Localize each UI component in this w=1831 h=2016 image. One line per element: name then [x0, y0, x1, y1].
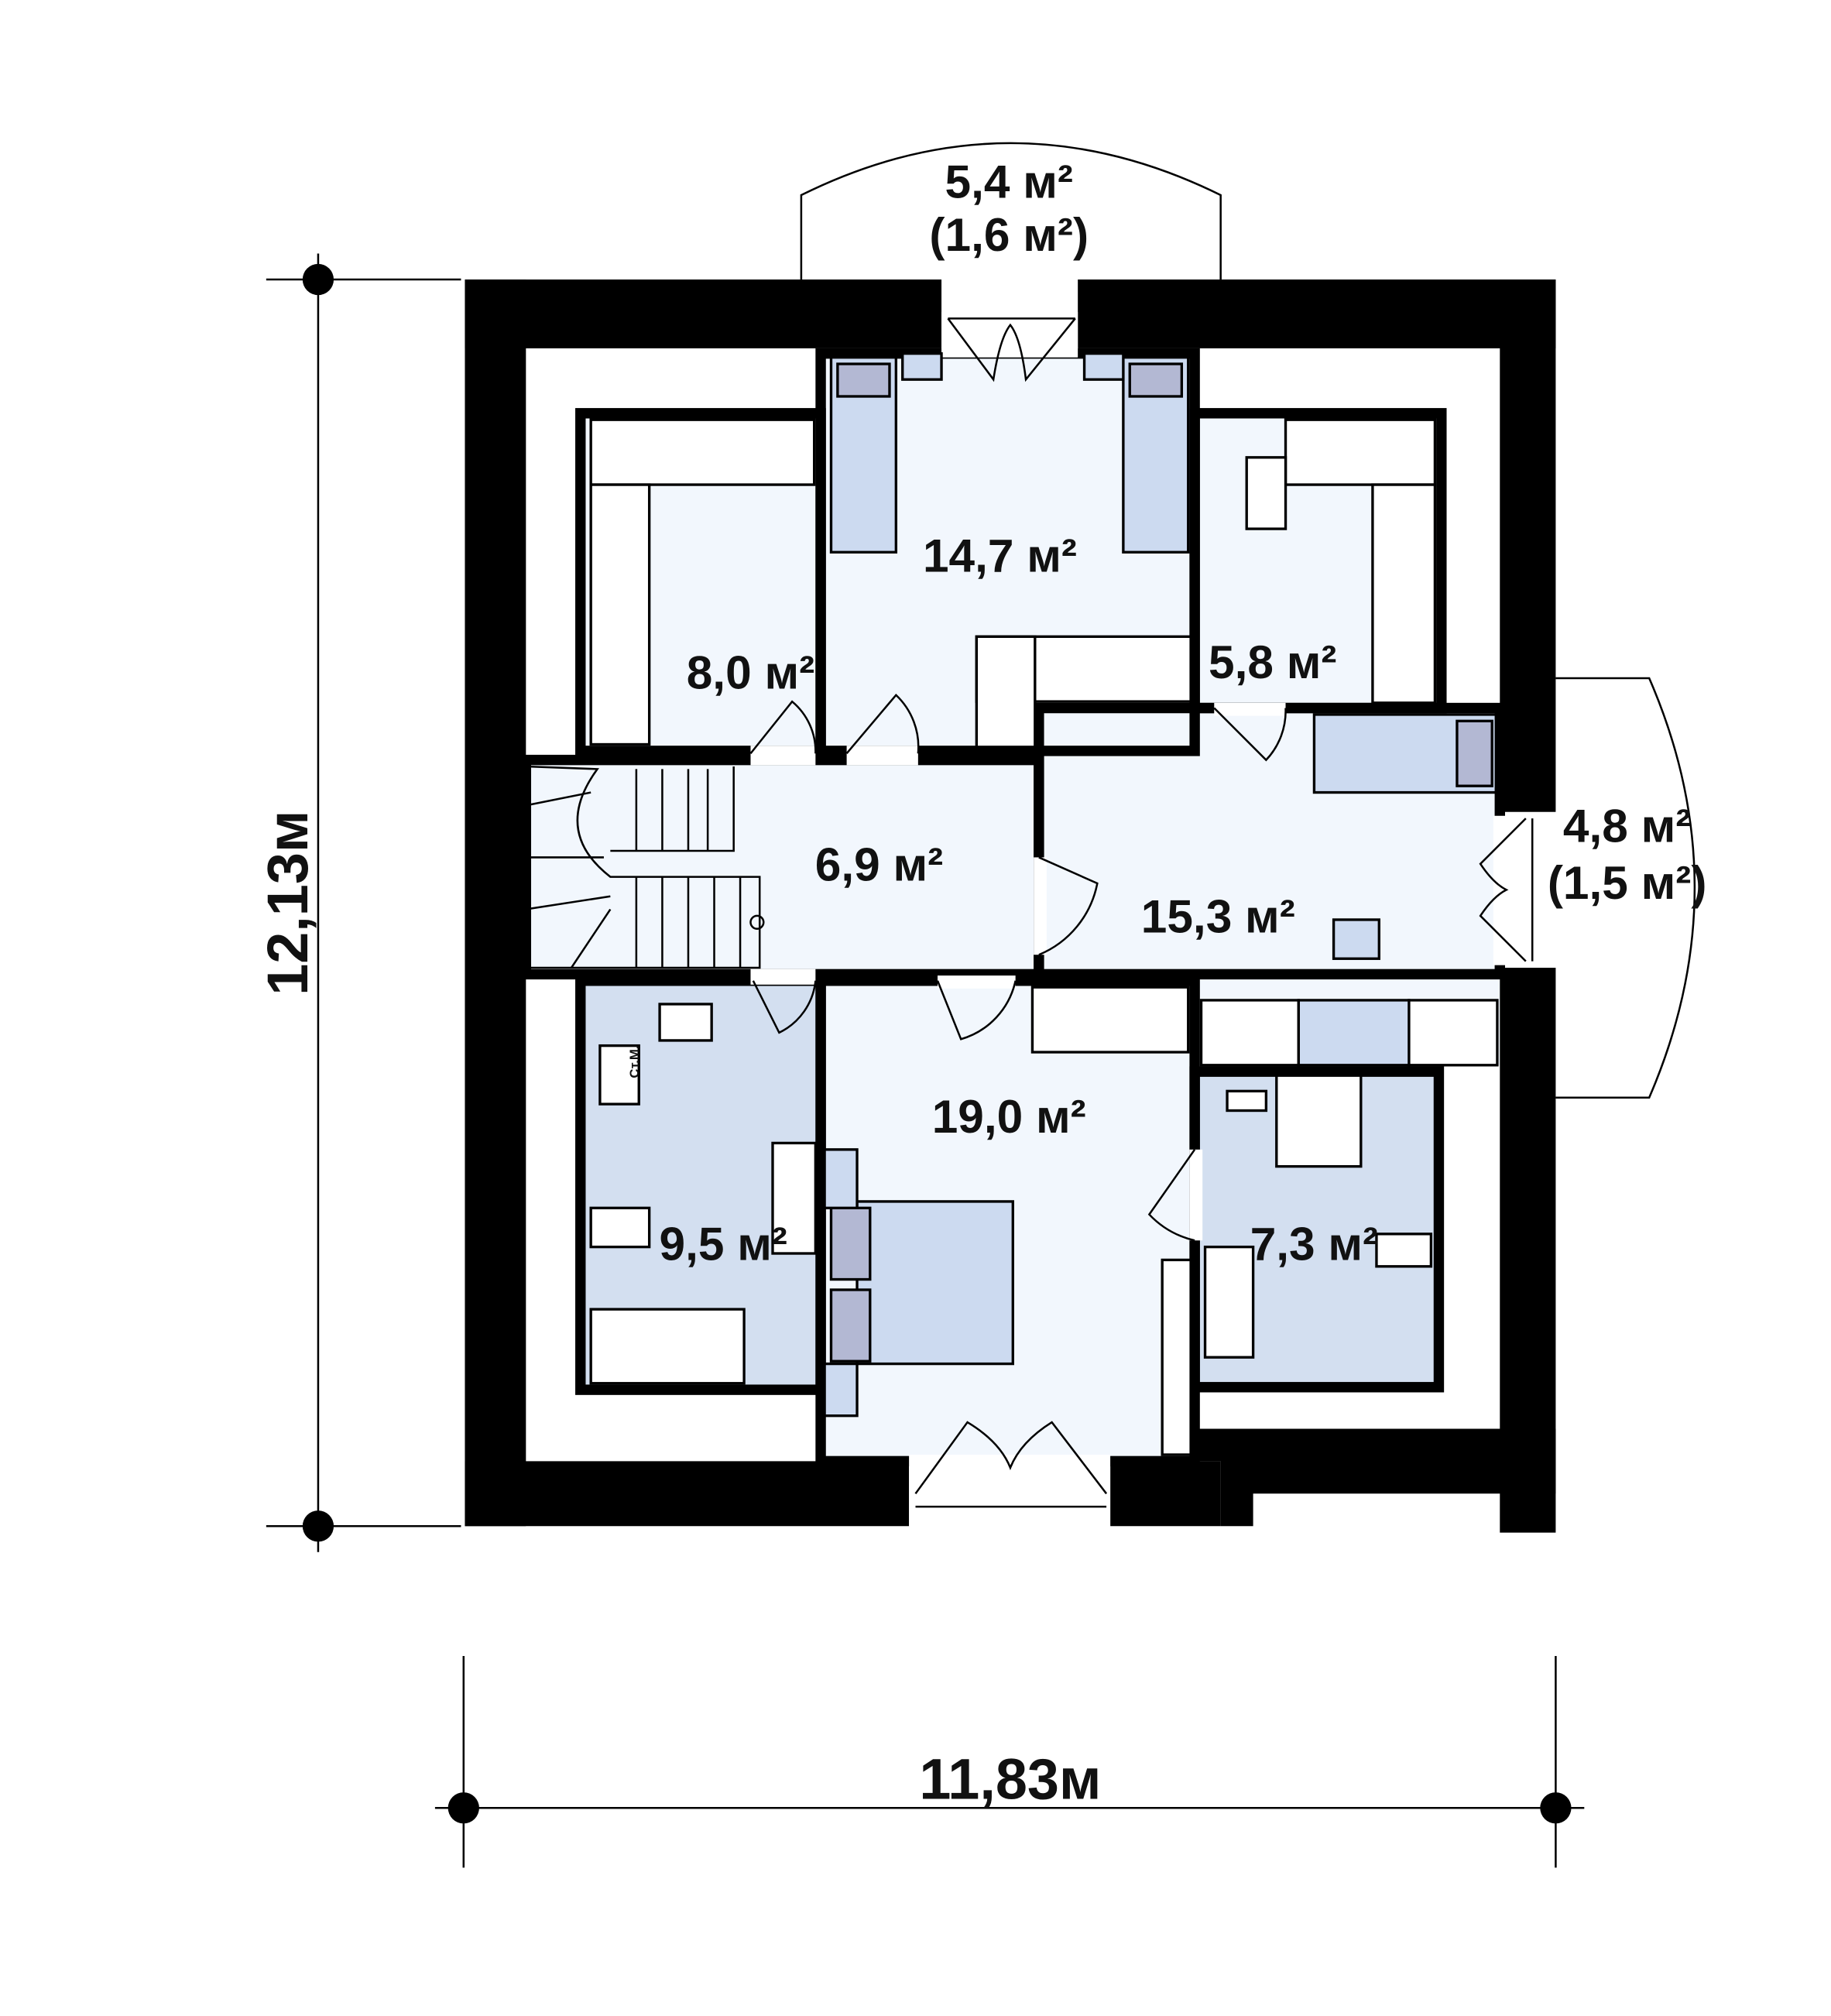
room-area-14-7: 14,7 м² — [923, 529, 1077, 581]
furniture: Ст.М. — [589, 351, 1497, 1456]
balcony-right-sub-area: (1,5 м²) — [1548, 856, 1707, 909]
wardrobes — [589, 418, 1499, 1067]
outer-walls — [465, 279, 1556, 1533]
room-area-7-3: 7,3 м² — [1250, 1217, 1378, 1270]
height-label: 12,13м — [255, 811, 320, 996]
balcony-top-area: 5,4 м² — [945, 155, 1073, 207]
width-dimension: 11,83м — [434, 1655, 1585, 1868]
balcony-right-area: 4,8 м² — [1563, 799, 1691, 852]
room-area-5-8: 5,8 м² — [1209, 636, 1336, 688]
room-area-8-0: 8,0 м² — [687, 646, 814, 698]
room-area-15-3: 15,3 м² — [1141, 890, 1295, 943]
staircase — [525, 765, 765, 969]
width-label: 11,83м — [919, 1747, 1101, 1811]
room-area-9-5: 9,5 м² — [660, 1217, 787, 1270]
balcony-top-sub-area: (1,6 м²) — [929, 208, 1089, 261]
washing-machine-label: Ст.М. — [627, 1045, 642, 1078]
balcony-top-outline — [800, 142, 1222, 280]
room-area-19-0: 19,0 м² — [932, 1090, 1086, 1143]
balcony-right-outline — [1555, 677, 1696, 1099]
height-dimension: 12,13м — [255, 253, 461, 1552]
room-area-6-9: 6,9 м² — [815, 838, 943, 891]
doors[interactable] — [749, 311, 1558, 1527]
